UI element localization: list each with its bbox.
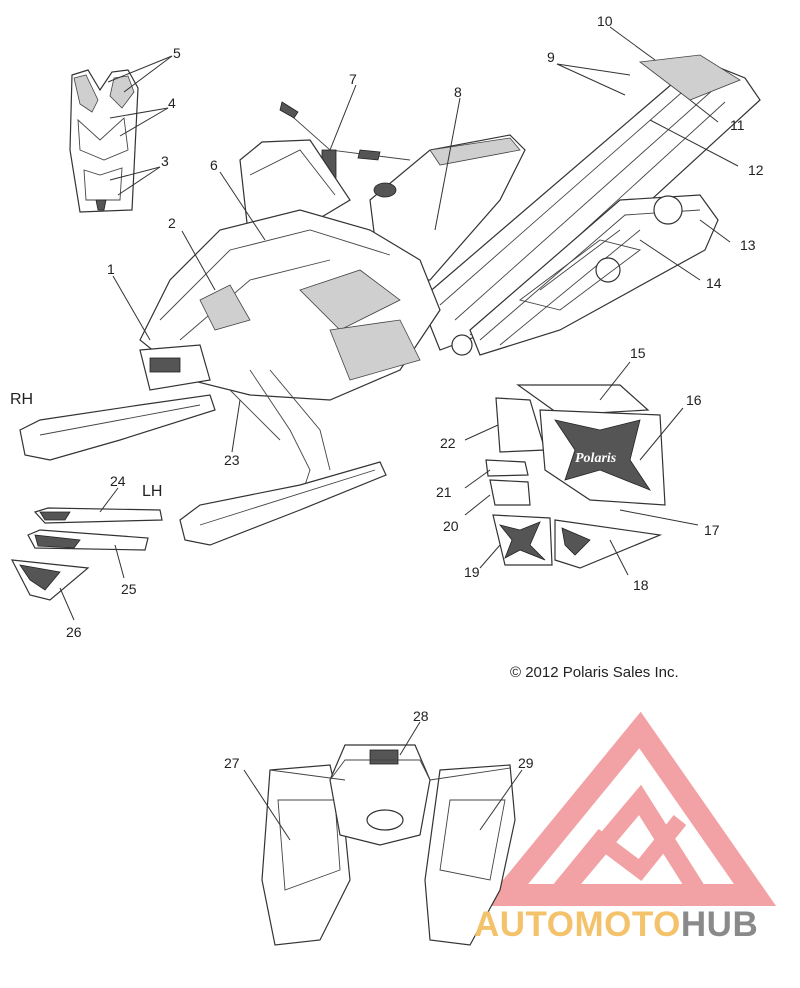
callout-24: 24 xyxy=(110,473,126,489)
callout-26: 26 xyxy=(66,624,82,640)
watermark-text-part3: HUB xyxy=(680,905,759,944)
callout-14: 14 xyxy=(706,275,722,291)
watermark-text-part2: MOTO xyxy=(574,905,681,944)
callout-28: 28 xyxy=(413,708,429,724)
ski-decal-set xyxy=(10,507,163,601)
callout-16: 16 xyxy=(686,392,702,408)
watermark-text: AUTOMOTOHUB xyxy=(474,905,758,945)
callout-18: 18 xyxy=(633,577,649,593)
callout-5: 5 xyxy=(173,45,181,61)
hood-decal-set xyxy=(69,69,139,213)
callout-12: 12 xyxy=(748,162,764,178)
callout-20: 20 xyxy=(443,518,459,534)
callout-4: 4 xyxy=(168,95,176,111)
callout-19: 19 xyxy=(464,564,480,580)
callout-1: 1 xyxy=(107,261,115,277)
copyright-notice: © 2012 Polaris Sales Inc. xyxy=(510,664,679,681)
callout-23: 23 xyxy=(224,452,240,468)
callout-21: 21 xyxy=(436,484,452,500)
callout-25: 25 xyxy=(121,581,137,597)
watermark-logo xyxy=(481,711,777,906)
callout-9: 9 xyxy=(547,49,555,65)
callout-labels: 1 2 3 4 5 6 7 8 9 10 11 12 13 14 15 16 1… xyxy=(10,13,764,771)
leader-lines xyxy=(59,26,739,841)
callout-10: 10 xyxy=(597,13,613,29)
callout-22: 22 xyxy=(440,435,456,451)
callout-7: 7 xyxy=(349,71,357,87)
decal-logo-text: Polaris xyxy=(575,451,617,466)
callout-8: 8 xyxy=(454,84,462,100)
side-label-rh: RH xyxy=(10,391,33,408)
callout-11: 11 xyxy=(730,117,745,133)
callout-27: 27 xyxy=(224,755,240,771)
callout-15: 15 xyxy=(630,345,646,361)
lower-panel-assembly xyxy=(261,744,516,946)
callout-3: 3 xyxy=(161,153,169,169)
callout-6: 6 xyxy=(210,157,218,173)
callout-13: 13 xyxy=(740,237,756,253)
snowmobile-assembly xyxy=(19,54,761,546)
watermark-text-part1: AUTO xyxy=(474,905,575,944)
callout-29: 29 xyxy=(518,755,534,771)
callout-2: 2 xyxy=(168,215,176,231)
side-label-lh: LH xyxy=(142,483,162,500)
side-decal-set: Polaris xyxy=(485,384,666,569)
callout-17: 17 xyxy=(704,522,720,538)
